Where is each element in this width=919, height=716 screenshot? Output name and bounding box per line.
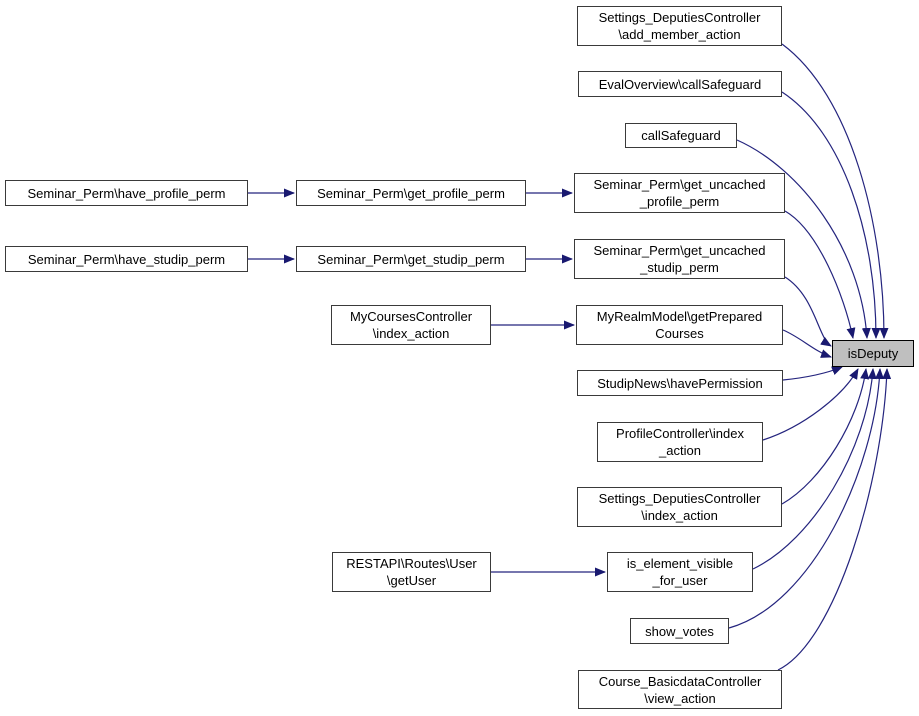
edge-profile-index-to-is-deputy xyxy=(762,368,859,441)
node-seminar-perm-get-profile-perm[interactable]: Seminar_Perm\get_profile_perm xyxy=(296,180,526,206)
node-isdeputy-highlighted[interactable]: isDeputy xyxy=(832,340,914,367)
node-course-basicdata-controller-view-action[interactable]: Course_BasicdataController \view_action xyxy=(578,670,782,709)
node-seminar-perm-get-studip-perm[interactable]: Seminar_Perm\get_studip_perm xyxy=(296,246,526,272)
edge-add-member-to-is-deputy xyxy=(781,43,889,339)
edge-settings-deputies-index-to-is-deputy xyxy=(781,368,870,505)
node-seminar-perm-have-studip-perm[interactable]: Seminar_Perm\have_studip_perm xyxy=(5,246,248,272)
node-is-element-visible-for-user[interactable]: is_element_visible _for_user xyxy=(607,552,753,592)
node-settings-deputies-index-action[interactable]: Settings_DeputiesController \index_actio… xyxy=(577,487,782,527)
edge-get-prepared-courses-to-is-deputy xyxy=(782,329,832,358)
edge-course-basicdata-view-to-is-deputy xyxy=(777,368,892,671)
node-myrealmmodel-getpreparedcourses[interactable]: MyRealmModel\getPrepared Courses xyxy=(576,305,783,345)
edge-get-uncached-studip-perm-to-is-deputy xyxy=(784,276,832,347)
node-evaloverview-callsafeguard[interactable]: EvalOverview\callSafeguard xyxy=(578,71,782,97)
edge-eval-overview-to-is-deputy xyxy=(781,91,881,339)
node-show-votes[interactable]: show_votes xyxy=(630,618,729,644)
node-callsafeguard[interactable]: callSafeguard xyxy=(625,123,737,148)
edge-call-safeguard-to-is-deputy xyxy=(736,139,871,339)
node-seminar-perm-have-profile-perm[interactable]: Seminar_Perm\have_profile_perm xyxy=(5,180,248,206)
node-seminar-perm-get-uncached-studip-perm[interactable]: Seminar_Perm\get_uncached _studip_perm xyxy=(574,239,785,279)
node-seminar-perm-get-uncached-profile-perm[interactable]: Seminar_Perm\get_uncached _profile_perm xyxy=(574,173,785,213)
edge-get-uncached-profile-perm-to-is-deputy xyxy=(784,210,856,339)
edge-is-element-visible-to-is-deputy xyxy=(752,368,877,570)
edge-show-votes-to-is-deputy xyxy=(728,368,884,629)
node-studipnews-havepermission[interactable]: StudipNews\havePermission xyxy=(577,370,783,396)
node-profilecontroller-index-action[interactable]: ProfileController\index _action xyxy=(597,422,763,462)
node-settings-deputies-add-member-action[interactable]: Settings_DeputiesController \add_member_… xyxy=(577,6,782,46)
node-restapi-routes-user-getuser[interactable]: RESTAPI\Routes\User \getUser xyxy=(332,552,491,592)
node-mycourses-controller-index-action[interactable]: MyCoursesController \index_action xyxy=(331,305,491,345)
edge-have-permission-to-is-deputy xyxy=(782,366,843,381)
